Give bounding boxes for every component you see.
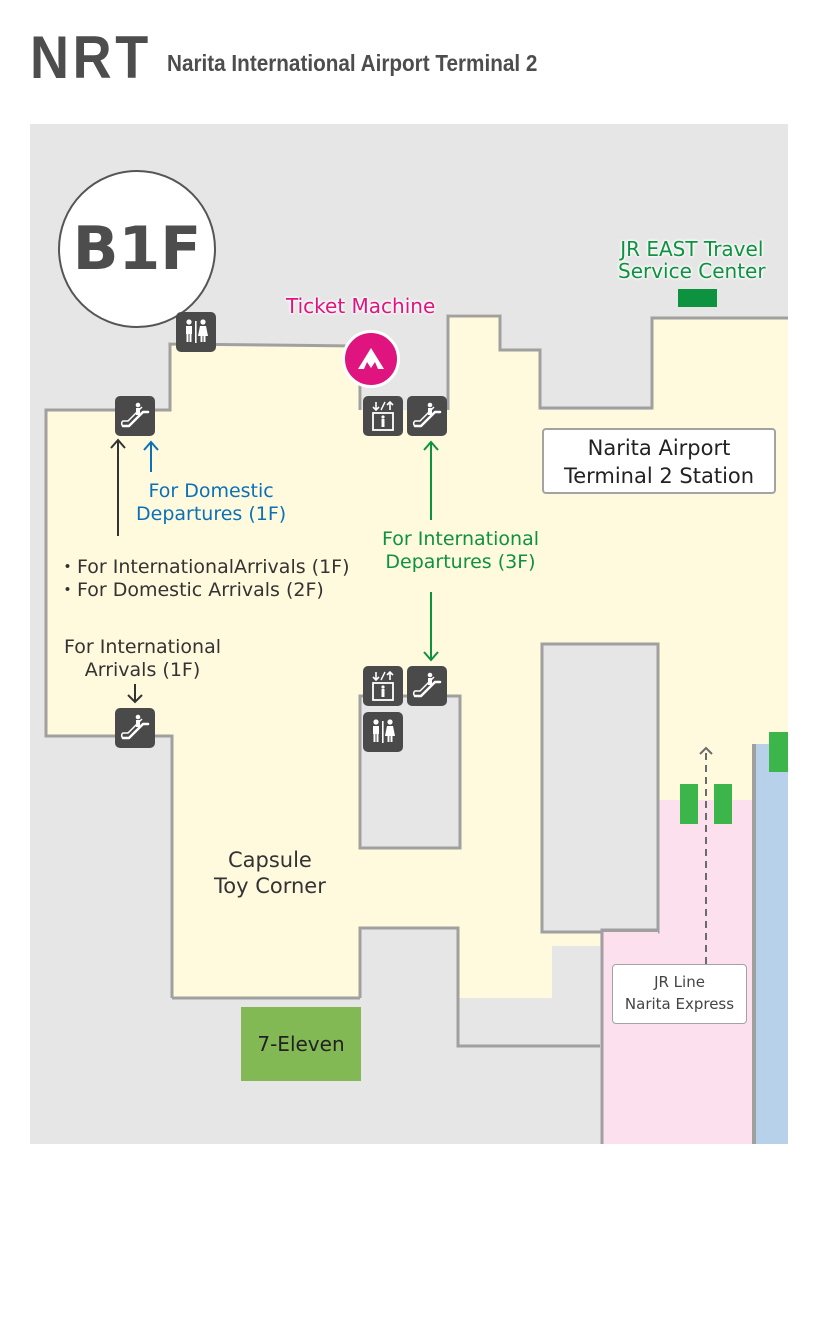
capsule-toy-line2: Toy Corner <box>214 873 326 898</box>
intl-arrivals-label: For International Arrivals (1F) <box>64 636 221 682</box>
floor-badge: B1F <box>58 170 216 328</box>
concourse-left-upper <box>170 344 362 414</box>
floor-map: B1F Ticket Machine JR EAST Travel Servic… <box>30 124 788 1144</box>
concourse-top-center <box>448 314 500 414</box>
elevator-icon <box>372 400 394 431</box>
restroom-icon <box>186 319 208 343</box>
arrivals-bullet-domestic: ・For Domestic Arrivals (2F) <box>58 579 324 602</box>
domestic-departures-line1: For Domestic <box>148 480 274 502</box>
escalator-icon <box>412 402 442 428</box>
domestic-departures-line2: Departures (1F) <box>136 503 287 526</box>
right-room-over <box>540 642 660 934</box>
station-label-line1: Narita Airport <box>587 436 731 460</box>
restroom-marker-lower[interactable] <box>363 712 403 752</box>
station-label-line2: Terminal 2 Station <box>563 464 755 488</box>
seven-eleven-store[interactable]: 7-Eleven <box>241 1007 361 1081</box>
gate-track <box>769 732 788 772</box>
airport-code: NRT <box>30 24 152 91</box>
elevator-marker-upper[interactable] <box>363 396 403 436</box>
ticket-machine-label: Ticket Machine <box>286 294 436 318</box>
intl-departures-line1: For International <box>382 528 539 550</box>
restroom-icon <box>373 719 395 743</box>
jr-line-line1: JR Line <box>654 973 705 991</box>
concourse-right-strip <box>660 624 788 744</box>
gate-right <box>714 784 732 824</box>
domestic-dep-arrowhead <box>143 440 159 451</box>
jr-east-center-line2: Service Center <box>618 259 766 283</box>
elevator-marker-lower[interactable] <box>363 666 403 706</box>
wall-top-center <box>446 314 788 410</box>
arrivals-bullets: ・For InternationalArrivals (1F) ・For Dom… <box>58 556 350 602</box>
capsule-toy-line1: Capsule <box>227 848 312 872</box>
intl-arr-arrowhead <box>127 694 143 704</box>
jr-east-center-marker <box>678 289 717 307</box>
jr-east-center-line1: JR EAST Travel <box>620 237 764 261</box>
intl-arrivals-line2: Arrivals (1F) <box>84 659 201 682</box>
jr-line-label[interactable]: JR Line Narita Express <box>612 964 747 1024</box>
arrivals-arrowhead <box>110 438 126 449</box>
ticket-machine-icon <box>358 348 384 369</box>
intl-arrivals-line1: For International <box>64 636 221 658</box>
escalator-icon <box>412 672 442 698</box>
jr-line-arrowhead <box>699 746 713 755</box>
station-label[interactable]: Narita Airport Terminal 2 Station <box>542 428 776 494</box>
airport-name: Narita International Airport Terminal 2 <box>167 50 538 76</box>
gate-left <box>680 784 698 824</box>
escalator-marker-upper[interactable] <box>407 396 447 436</box>
lower-block <box>360 928 630 1144</box>
intl-departures-label: For International Departures (3F) <box>382 528 539 574</box>
seven-eleven-label: 7-Eleven <box>257 1032 345 1056</box>
capsule-toy-label: Capsule Toy Corner <box>214 848 326 899</box>
jr-line-line2: Narita Express <box>624 995 735 1013</box>
track-area <box>756 744 788 1144</box>
intl-dep-down-arrowhead <box>423 651 439 662</box>
arrivals-bullet-intl: ・For InternationalArrivals (1F) <box>58 556 350 578</box>
jr-east-center-label: JR EAST Travel Service Center <box>618 238 766 282</box>
elevator-icon <box>372 670 394 701</box>
restroom-marker-top[interactable] <box>176 312 216 352</box>
intl-departures-line2: Departures (3F) <box>385 551 536 574</box>
concourse-top-right <box>652 318 788 418</box>
escalator-marker-left-bottom[interactable] <box>115 708 155 748</box>
platform-wall <box>600 928 658 1144</box>
escalator-icon <box>120 402 150 428</box>
ticket-machine-marker[interactable] <box>342 330 400 388</box>
domestic-departures-label: For Domestic Departures (1F) <box>136 480 286 526</box>
lower-block-wall <box>358 926 602 1048</box>
escalator-marker-lower[interactable] <box>407 666 447 706</box>
escalator-icon <box>120 714 150 740</box>
intl-dep-up-arrowhead <box>423 440 439 451</box>
escalator-marker-left-top[interactable] <box>115 396 155 436</box>
